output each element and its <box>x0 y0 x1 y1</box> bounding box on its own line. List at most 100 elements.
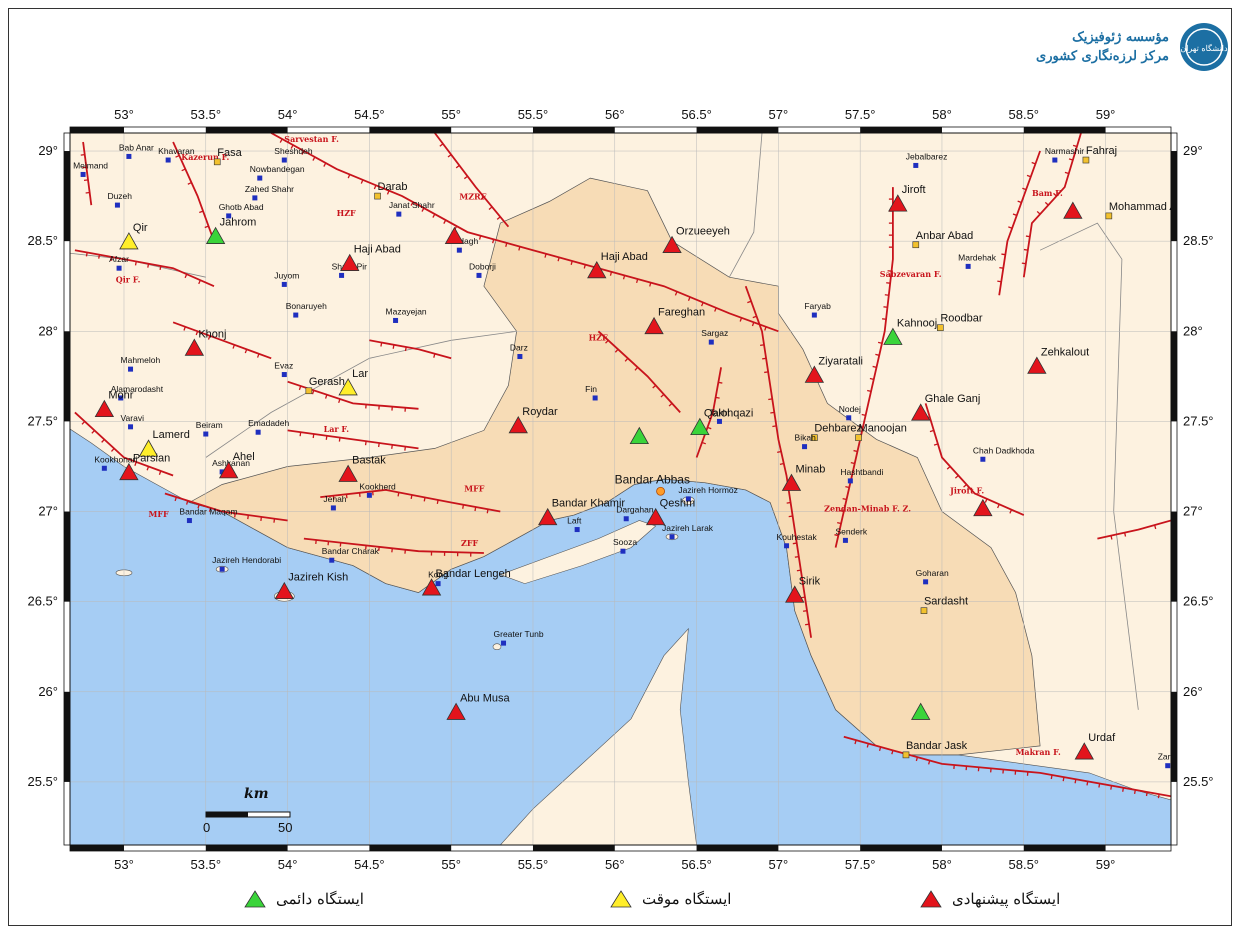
city-marker <box>1052 157 1058 163</box>
city-marker <box>293 312 299 318</box>
city-label: Fadagh <box>449 236 478 246</box>
city-marker <box>396 211 402 217</box>
station-proposed <box>781 473 802 491</box>
station-label: Khonj <box>198 328 226 340</box>
station-permanent <box>205 226 226 244</box>
city-label: Kookherd <box>359 481 396 491</box>
station-permanent <box>883 327 903 345</box>
station-proposed <box>184 338 205 356</box>
city-marker <box>219 566 225 572</box>
logo-text: دانشگاه تهران <box>1180 43 1228 53</box>
city-label: Senderk <box>835 526 867 536</box>
city-label: Fin <box>585 384 597 394</box>
station-label: Parsian <box>133 453 170 465</box>
city-label: Darab <box>378 181 408 193</box>
city-marker <box>784 543 790 549</box>
lat-tick-left: 25.5° <box>27 774 58 789</box>
lon-tick-top: 56.5° <box>681 107 712 122</box>
station-label: Qeshm <box>660 498 695 510</box>
station-proposed <box>804 365 825 383</box>
lon-tick-bottom: 56.5° <box>681 857 712 872</box>
city-label: Meimand <box>73 160 108 170</box>
institute-titles: مؤسسه ژئوفیزیک مرکز لرزه‌نگاری کشوری <box>1036 30 1169 64</box>
city-marker <box>203 431 209 437</box>
legend-proposed-label: ایستگاه پیشنهادی <box>952 890 1061 908</box>
city-marker <box>456 247 462 253</box>
fault-label: Kazerun F. <box>181 152 229 162</box>
lat-tick-right: 26.5° <box>1183 594 1214 609</box>
header: مؤسسه ژئوفیزیک مرکز لرزه‌نگاری کشوری دان… <box>1036 22 1229 72</box>
station-proposed <box>911 403 931 421</box>
lon-tick-top: 57.5° <box>845 107 876 122</box>
station-temporary <box>338 378 358 396</box>
city-label: Chah Dadkhoda <box>973 445 1035 455</box>
city-marker-major <box>912 241 920 249</box>
city-marker <box>116 265 122 271</box>
city-marker <box>114 202 120 208</box>
lon-tick-top: 57° <box>769 107 789 122</box>
lon-tick-bottom: 59° <box>1096 857 1116 872</box>
city-marker <box>186 518 192 524</box>
station-label: Minab <box>795 463 825 475</box>
city-marker <box>281 281 287 287</box>
city-marker-major <box>305 387 313 395</box>
fault-line <box>744 285 812 638</box>
city-label: Jazireh Larak <box>662 523 714 533</box>
station-label: Sirik <box>799 575 821 587</box>
fault-label: HZF <box>337 208 356 218</box>
fault-line <box>924 403 1025 516</box>
station-label: Ghale Ganj <box>925 393 981 405</box>
station-label: Bastak <box>352 454 386 466</box>
fault-line <box>434 133 510 228</box>
fault-label: ZFF <box>461 538 479 548</box>
city-marker <box>811 312 817 318</box>
fault-line <box>172 321 272 360</box>
lon-tick-top: 53° <box>114 107 134 122</box>
fault-line <box>74 411 174 477</box>
lon-tick-top: 56° <box>605 107 625 122</box>
city-label: Mohammad Abad <box>1109 201 1195 213</box>
station-proposed <box>538 507 558 526</box>
lat-tick-right: 28.5° <box>1183 233 1214 248</box>
fault-label: Makran F. <box>1016 747 1061 757</box>
city-label: Roodbar <box>940 313 983 325</box>
station-proposed <box>340 253 360 271</box>
city-marker <box>592 395 598 401</box>
city-label: Bandar Maqam <box>179 507 237 517</box>
city-label: Kong <box>428 570 448 580</box>
city-label: Mahmeloh <box>121 355 161 365</box>
city-label: Zarabad <box>1158 752 1190 762</box>
station-label: Ahel <box>233 451 255 463</box>
station-label: Kahnooj <box>897 317 937 329</box>
lon-tick-top: 54.5° <box>354 107 385 122</box>
fault-line <box>597 330 681 414</box>
city-label: Khavaran <box>158 146 195 156</box>
city-label: Goharan <box>916 568 949 578</box>
station-proposed <box>1027 356 1047 374</box>
university-logo: دانشگاه تهران <box>1180 23 1228 71</box>
city-label: Dehbarez <box>814 423 862 435</box>
legend-proposed: ایستگاه پیشنهادی <box>920 890 1060 908</box>
city-marker-major <box>374 192 381 200</box>
lon-tick-bottom: 57.5° <box>845 857 876 872</box>
station-label: Lamerd <box>153 429 190 441</box>
lon-tick-top: 54° <box>278 107 298 122</box>
station-proposed <box>662 235 682 253</box>
city-marker-major <box>920 607 928 614</box>
lat-tick-left: 27.5° <box>27 413 58 428</box>
fault-label: Sabzevaran F. <box>880 269 942 279</box>
scale-title: km <box>244 786 269 802</box>
city-label: Fahraj <box>1086 145 1117 157</box>
city-marker <box>965 263 971 269</box>
fault-line <box>164 492 288 522</box>
lon-tick-top: 55° <box>441 107 461 122</box>
station-label: Abu Musa <box>460 692 510 704</box>
station-permanent <box>690 417 710 436</box>
station-label: Zehkalout <box>1041 346 1089 358</box>
station-proposed <box>119 462 139 481</box>
station-label: Mohr <box>108 390 133 402</box>
station-label: Fareghan <box>658 307 705 319</box>
city-marker <box>980 456 986 462</box>
city-label: Beiram <box>196 420 223 430</box>
city-label: Greater Tunb <box>494 629 544 639</box>
